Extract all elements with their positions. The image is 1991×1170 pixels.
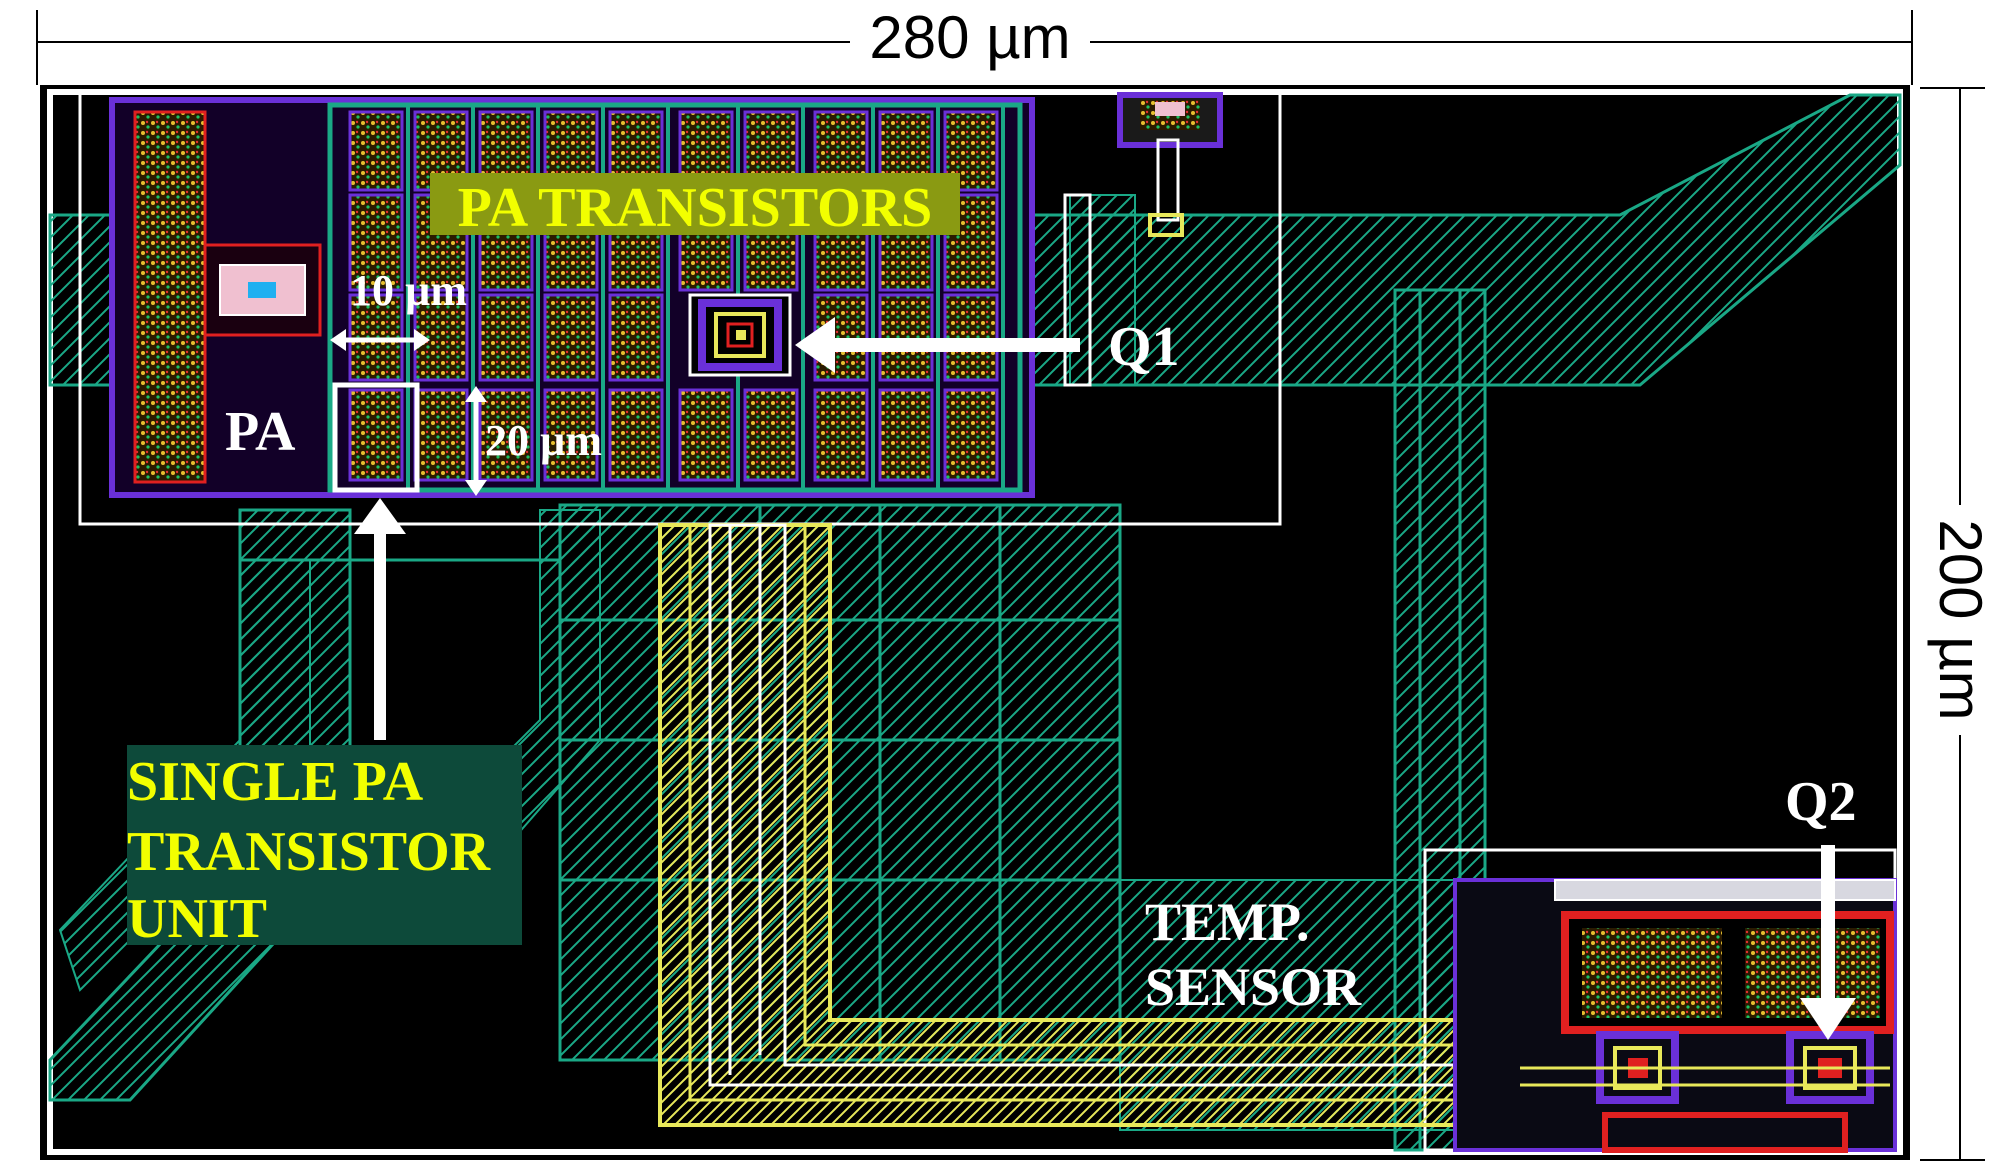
q2-label: Q2 — [1785, 771, 1857, 833]
transistor-finger — [348, 193, 404, 292]
q1-device — [688, 293, 792, 377]
single-unit-box — [332, 382, 420, 493]
height-dimension: 200 µm — [1920, 87, 1991, 1161]
temp-sensor-label-line1: TEMP. — [1145, 892, 1310, 952]
q1-annotation: Q1 — [795, 316, 1180, 378]
transistor-finger — [943, 293, 999, 382]
single-unit-label-line3: UNIT — [127, 888, 267, 950]
transistor-finger — [478, 388, 534, 482]
single-unit-label-line2: TRANSISTOR — [127, 821, 491, 883]
transistor-finger — [878, 293, 934, 382]
transistor-finger — [543, 388, 599, 482]
width-dimension: 280 µm — [36, 4, 1913, 85]
pa-transistor-array — [109, 97, 1035, 498]
transistor-finger — [608, 388, 664, 482]
unit-height-label: 20 µm — [485, 416, 602, 465]
single-unit-annotation: SINGLE PA TRANSISTOR UNIT — [127, 498, 522, 950]
unit-width-label: 10 µm — [350, 266, 467, 315]
unit-width-annotation: 10 µm — [330, 266, 467, 351]
transistor-finger — [878, 388, 934, 482]
pa-transistors-label-group: PA TRANSISTORS — [430, 173, 960, 239]
width-label: 280 µm — [869, 4, 1070, 71]
transistor-finger — [813, 388, 869, 482]
temp-sensor-label-line2: SENSOR — [1145, 957, 1362, 1017]
temp-sensor-annotation: TEMP. SENSOR — [1145, 892, 1362, 1017]
q1-label: Q1 — [1108, 316, 1180, 378]
height-label: 200 µm — [1927, 519, 1991, 720]
transistor-finger — [678, 388, 734, 482]
transistor-finger — [943, 388, 999, 482]
temp-sensor-bus — [658, 523, 1522, 1127]
top-contact-device — [1117, 92, 1223, 237]
transistor-finger — [543, 293, 599, 382]
transistor-finger — [348, 388, 404, 482]
transistor-finger — [478, 293, 534, 382]
pa-label: PA — [225, 401, 296, 463]
q2-annotation: Q2 — [1785, 771, 1857, 1040]
pa-transistors-label: PA TRANSISTORS — [458, 177, 933, 239]
transistor-finger — [413, 388, 469, 482]
transistor-finger — [743, 388, 799, 482]
unit-height-annotation: 20 µm — [465, 386, 602, 496]
transistor-finger — [348, 110, 404, 192]
single-unit-label-line1: SINGLE PA — [127, 751, 424, 813]
transistor-finger — [608, 293, 664, 382]
